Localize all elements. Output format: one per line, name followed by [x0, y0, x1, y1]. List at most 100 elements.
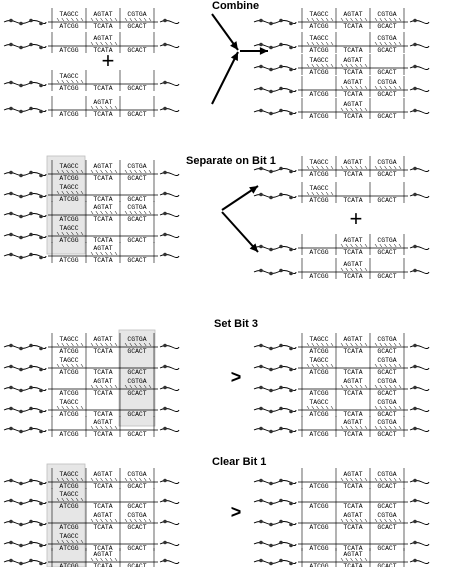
strand-tail: [409, 194, 430, 198]
base-pair-bond: [66, 342, 69, 347]
base-pair-bond: [359, 267, 363, 272]
base-pair-bond: [389, 518, 392, 523]
top-sequence-label: TAGCC: [59, 399, 78, 406]
strand-tail: [159, 254, 180, 258]
bottom-sequence-label: TCATA: [93, 369, 112, 376]
base-pair-bond: [105, 477, 108, 482]
strand-bead: [39, 83, 43, 88]
base-pair-bond: [114, 477, 118, 482]
strand-tail: [409, 500, 430, 504]
strand-tail: [159, 500, 180, 504]
top-sequence-label: AGTAT: [93, 204, 112, 211]
base-pair-bond: [364, 557, 368, 562]
base-pair-bond: [124, 518, 128, 523]
base-pair-bond: [129, 342, 133, 347]
base-pair-bond: [129, 210, 133, 215]
strand-tail: [159, 428, 180, 432]
bottom-sequence-label: GCACT: [377, 91, 396, 98]
strand-bead: [269, 346, 273, 351]
base-pair-bond: [75, 342, 79, 347]
base-pair-bond: [340, 243, 344, 248]
strand-bead: [259, 519, 263, 524]
base-pair-bond: [345, 518, 349, 523]
strand-bead: [9, 426, 13, 431]
base-pair-bond: [350, 477, 353, 482]
base-pair-bond: [393, 243, 397, 248]
base-pair-bond: [316, 342, 319, 347]
base-pair-bond: [90, 210, 94, 215]
strand-bead: [259, 18, 263, 23]
strand-tail: [409, 44, 430, 48]
strand-bead: [29, 426, 33, 431]
bottom-sequence-label: GCACT: [127, 431, 146, 438]
top-sequence-label: TAGCC: [59, 163, 78, 170]
strand-bead: [19, 109, 23, 114]
section-title-clear-bit: Clear Bit 1: [212, 456, 267, 468]
base-pair-bond: [66, 497, 69, 502]
base-pair-bond: [148, 210, 152, 215]
base-pair-bond: [56, 342, 60, 347]
bottom-sequence-label: TCATA: [93, 563, 112, 567]
strand-bead: [19, 83, 23, 88]
base-pair-bond: [330, 363, 334, 368]
base-pair-bond: [114, 105, 118, 110]
base-pair-bond: [66, 363, 69, 368]
bottom-sequence-label: GCACT: [127, 47, 146, 54]
strand-bead: [19, 21, 23, 26]
base-pair-bond: [374, 342, 378, 347]
base-pair-bond: [398, 41, 402, 46]
strand-bead: [269, 501, 273, 506]
bottom-sequence-label: GCACT: [127, 563, 146, 567]
base-pair-bond: [393, 384, 397, 389]
bottom-sequence-label: TCATA: [343, 411, 362, 418]
base-pair-bond: [95, 17, 99, 22]
base-pair-bond: [393, 165, 397, 170]
base-pair-bond: [384, 41, 387, 46]
base-pair-bond: [306, 17, 310, 22]
base-pair-bond: [345, 17, 349, 22]
base-pair-bond: [306, 191, 310, 196]
top-sequence-label: TAGCC: [309, 35, 328, 42]
base-pair-bond: [325, 342, 329, 347]
strand-tail: [409, 345, 430, 349]
base-pair-bond: [109, 425, 113, 430]
base-pair-bond: [355, 342, 358, 347]
strand-bead: [39, 173, 43, 178]
top-sequence-label: AGTAT: [343, 11, 362, 18]
base-pair-bond: [71, 17, 74, 22]
base-pair-bond: [95, 425, 99, 430]
base-pair-bond: [355, 107, 358, 112]
bottom-sequence-label: ATCGG: [59, 348, 78, 355]
base-pair-bond: [105, 41, 108, 46]
base-pair-bond: [340, 518, 344, 523]
bottom-sequence-label: TCATA: [343, 563, 362, 567]
bottom-sequence-label: GCACT: [127, 216, 146, 223]
strand-bead: [289, 271, 293, 276]
strand-tail: [159, 408, 180, 412]
base-pair-bond: [384, 518, 387, 523]
top-sequence-label: AGTAT: [93, 336, 112, 343]
top-sequence-label: CGTGA: [377, 35, 396, 42]
bottom-sequence-label: TCATA: [93, 503, 112, 510]
strand-tail: [159, 480, 180, 484]
base-pair-bond: [56, 539, 60, 544]
base-pair-bond: [109, 210, 113, 215]
strand-bead: [279, 18, 283, 23]
strand-bead: [289, 247, 293, 252]
base-pair-bond: [374, 85, 378, 90]
base-pair-bond: [109, 384, 113, 389]
strand-tail: [409, 270, 430, 274]
base-pair-bond: [355, 477, 358, 482]
base-pair-bond: [340, 85, 344, 90]
base-pair-bond: [129, 518, 133, 523]
bottom-sequence-label: TCATA: [343, 171, 362, 178]
base-pair-bond: [124, 210, 128, 215]
base-pair-bond: [364, 518, 368, 523]
strand-bead: [269, 409, 273, 414]
top-sequence-label: TAGCC: [309, 11, 328, 18]
bottom-sequence-label: TCATA: [93, 483, 112, 490]
